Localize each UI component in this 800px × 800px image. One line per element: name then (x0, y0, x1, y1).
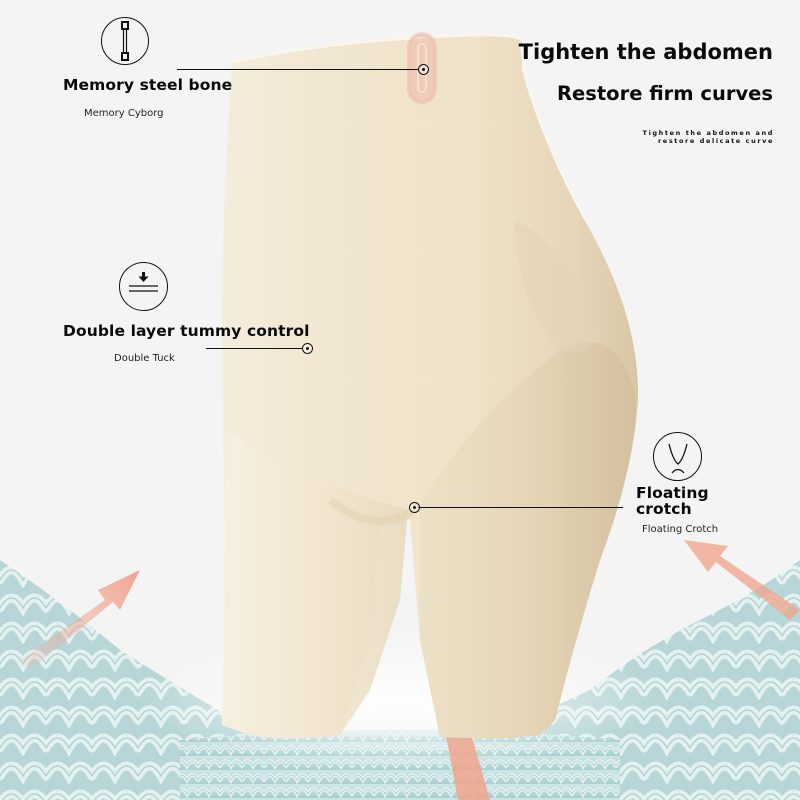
leader-line (177, 69, 419, 71)
garment-right-leg (420, 341, 636, 739)
hotspot-marker (302, 343, 313, 354)
arrow-right (684, 540, 800, 620)
headline-secondary: Restore firm curves (557, 82, 773, 105)
feature-subtitle: Double Tuck (114, 353, 175, 364)
feature-subtitle: Floating Crotch (642, 524, 719, 535)
steel-bone-icon (101, 17, 149, 65)
feature-title-line-1: Floating (636, 484, 709, 502)
feature-subtitle: Memory Cyborg (84, 108, 164, 119)
feature-title: Double layer tummy control (63, 322, 310, 340)
feature-title: Memory steel bone (63, 76, 233, 94)
garment-left-leg (222, 430, 408, 739)
leader-line (418, 507, 623, 509)
double-layer-arrow-icon (119, 262, 168, 311)
tagline-line-1: Tighten the abdomen and (642, 129, 774, 137)
arrow-left (20, 570, 140, 670)
hotspot-marker (418, 64, 429, 75)
hotspot-marker (409, 502, 420, 513)
headline-primary: Tighten the abdomen (518, 40, 773, 64)
tagline-line-2: restore delicate curve (658, 137, 774, 145)
leader-line (206, 348, 303, 350)
floating-crotch-icon (653, 432, 702, 481)
arrow-bottom (445, 730, 490, 800)
feature-title: Floating crotch (636, 485, 709, 517)
feature-title-line-2: crotch (636, 500, 692, 518)
headline-tagline: Tighten the abdomen and restore delicate… (643, 129, 774, 145)
